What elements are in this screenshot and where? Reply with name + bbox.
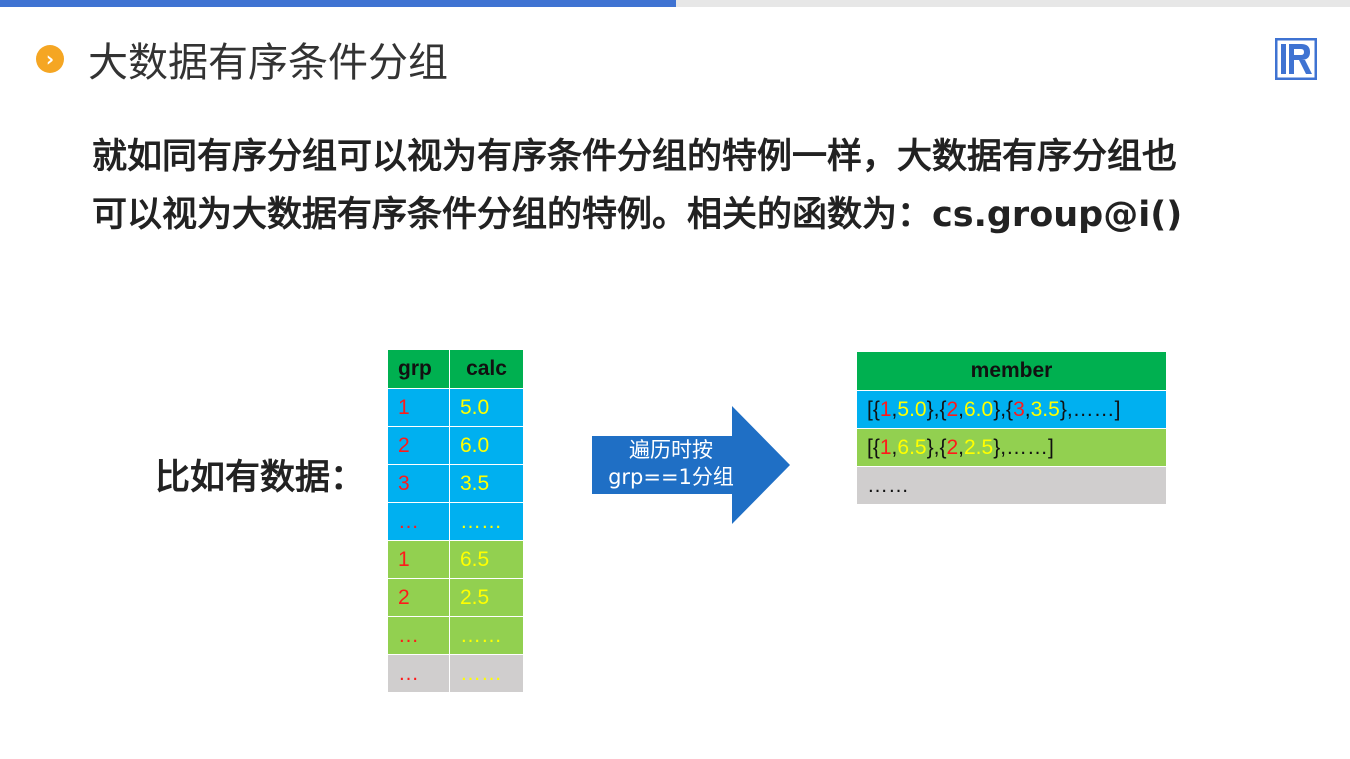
calc-cell: ……	[449, 502, 524, 541]
calc-cell: 3.5	[449, 464, 524, 503]
separator-text: },{	[993, 397, 1014, 421]
member-cell: [{1,5.0},{2,6.0},{3,3.5},……]	[856, 390, 1167, 429]
calc-cell: 6.5	[449, 540, 524, 579]
calc-cell: ……	[449, 654, 524, 693]
grp-value: 3	[1013, 397, 1025, 421]
grp-value: 2	[946, 435, 959, 459]
column-header-member: member	[856, 351, 1167, 391]
source-data-table: grp calc 1 5.0 2 6.0 3 3.5 … …… 1 6.5 2 …	[387, 349, 524, 693]
bracket-text: [{	[867, 435, 880, 459]
table-row: [{1,5.0},{2,6.0},{3,3.5},……]	[856, 390, 1167, 429]
grp-cell: 3	[387, 464, 450, 503]
grp-cell: 2	[387, 426, 450, 465]
table-header-row: member	[856, 351, 1167, 391]
member-cell: ……	[856, 466, 1167, 505]
grp-cell: 1	[387, 540, 450, 579]
separator-text: },{	[926, 435, 947, 459]
intro-line-2: 可以视为大数据有序条件分组的特例。相关的函数为：cs.group@i()	[92, 195, 1183, 235]
bracket-text: [{	[867, 397, 880, 421]
page-title: 大数据有序条件分组	[88, 40, 448, 86]
calc-value: 5.0	[897, 397, 927, 421]
table-row: … ……	[387, 654, 524, 693]
table-row: 2 6.0	[387, 426, 524, 465]
bracket-text: },……]	[1059, 397, 1121, 421]
member-cell: [{1,6.5},{2,2.5},……]	[856, 428, 1167, 467]
calc-cell: 5.0	[449, 388, 524, 427]
grp-value: 1	[879, 435, 892, 459]
calc-value: 2.5	[964, 435, 994, 459]
table-row: 1 6.5	[387, 540, 524, 579]
table-row: … ……	[387, 502, 524, 541]
top-accent-bar	[0, 0, 676, 7]
column-header-calc: calc	[449, 349, 524, 389]
r-logo-icon	[1275, 38, 1317, 80]
arrow-shape	[592, 406, 790, 524]
separator-text: ,	[958, 435, 964, 459]
table-row: 1 5.0	[387, 388, 524, 427]
intro-line-1: 就如同有序分组可以视为有序条件分组的特例一样，大数据有序分组也	[92, 137, 1178, 177]
separator-text: },{	[926, 397, 947, 421]
intro-paragraph: 就如同有序分组可以视为有序条件分组的特例一样，大数据有序分组也 可以视为大数据有…	[92, 128, 1292, 244]
table-row: … ……	[387, 616, 524, 655]
result-table: member [{1,5.0},{2,6.0},{3,3.5},……] [{1,…	[856, 351, 1167, 505]
table-row: 2 2.5	[387, 578, 524, 617]
arrow-label-line-2: grp==1分组	[608, 465, 734, 489]
column-header-grp: grp	[387, 349, 450, 389]
table-row: 3 3.5	[387, 464, 524, 503]
chevron-right-icon: ›	[36, 45, 64, 73]
calc-cell: 6.0	[449, 426, 524, 465]
grp-cell: 2	[387, 578, 450, 617]
separator-text: ,	[891, 397, 898, 421]
calc-cell: ……	[449, 616, 524, 655]
grp-cell: …	[387, 502, 450, 541]
calc-value: 6.5	[897, 435, 927, 459]
arrow-label: 遍历时按 grp==1分组	[596, 437, 746, 491]
separator-text: ,	[891, 435, 898, 459]
calc-value: 3.5	[1030, 397, 1060, 421]
grp-value: 2	[946, 397, 959, 421]
calc-value: 6.0	[964, 397, 994, 421]
grp-cell: …	[387, 654, 450, 693]
grp-value: 1	[879, 397, 892, 421]
example-label: 比如有数据：	[155, 458, 366, 498]
calc-cell: 2.5	[449, 578, 524, 617]
table-row: [{1,6.5},{2,2.5},……]	[856, 428, 1167, 467]
arrow-label-line-1: 遍历时按	[629, 438, 713, 462]
grp-cell: …	[387, 616, 450, 655]
separator-text: ,	[958, 397, 964, 421]
bracket-text: },……]	[993, 435, 1054, 459]
grp-cell: 1	[387, 388, 450, 427]
separator-text: ,	[1024, 397, 1031, 421]
table-row: ……	[856, 466, 1167, 505]
top-gray-bar	[676, 0, 1350, 7]
table-header-row: grp calc	[387, 349, 524, 389]
